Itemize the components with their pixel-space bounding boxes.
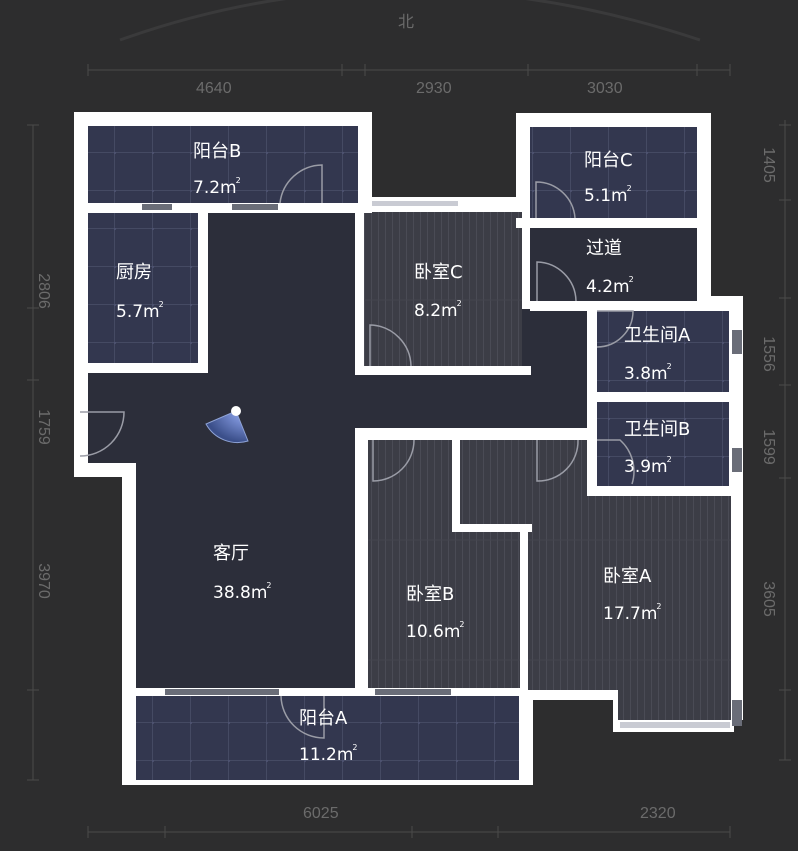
- room-area: 5.7m2: [116, 300, 164, 322]
- room-name: 卧室C: [414, 262, 463, 283]
- dim-right-4: 3605: [759, 581, 777, 617]
- floor-bathroom-a: [597, 311, 729, 392]
- room-area: 10.6m2: [406, 620, 465, 642]
- room-name: 阳台C: [584, 150, 633, 171]
- room-area: 8.2m2: [414, 299, 462, 321]
- door-bedroom-b: [372, 439, 415, 482]
- room-name: 客厅: [213, 543, 249, 564]
- floor-corridor: [530, 228, 697, 301]
- room-area: 17.7m2: [603, 602, 662, 624]
- internal-walls: [74, 203, 743, 785]
- room-name: 厨房: [116, 262, 152, 283]
- door-bedroom-c: [369, 324, 412, 367]
- dim-right-2: 1556: [759, 336, 777, 372]
- door-corridor: [536, 261, 577, 302]
- floor-living-room: [88, 213, 587, 688]
- dim-right-1: 1405: [759, 147, 777, 183]
- dim-bottom-2: 2320: [640, 805, 676, 822]
- room-area: 4.2m2: [586, 275, 634, 297]
- dim-bottom-1: 6025: [303, 805, 339, 822]
- north-label: 北: [398, 12, 415, 31]
- dim-left-3: 3970: [34, 563, 52, 599]
- floor-balcony-a: [136, 696, 519, 780]
- dimension-lines: [27, 64, 791, 838]
- floor-balcony-c: [530, 127, 697, 218]
- floor-kitchen: [88, 213, 198, 363]
- door-bathroom-a: [596, 310, 634, 348]
- room-name: 过道: [586, 238, 622, 259]
- room-name: 卫生间A: [624, 325, 691, 346]
- room-area: 3.8m2: [624, 362, 672, 384]
- door-bathroom-b: [597, 439, 635, 485]
- floors: [88, 126, 731, 780]
- camera-view-cone: [205, 406, 249, 444]
- room-area: 5.1m2: [584, 184, 632, 206]
- floor-bathroom-b: [597, 402, 729, 486]
- room-name: 阳台B: [193, 141, 242, 162]
- floor-bedroom-c: [364, 212, 522, 366]
- dim-right-3: 1599: [759, 429, 777, 465]
- door-balcony-c: [535, 181, 576, 219]
- room-area: 3.9m2: [624, 455, 672, 477]
- dim-top-3: 3030: [587, 80, 623, 97]
- windows: [142, 201, 742, 728]
- door-balcony-b: [279, 164, 323, 204]
- room-area: 11.2m2: [299, 743, 358, 765]
- dim-left-2: 1759: [34, 409, 52, 445]
- room-area: 38.8m2: [213, 581, 272, 603]
- room-name: 卧室B: [406, 584, 455, 605]
- door-entrance: [79, 411, 125, 457]
- dim-left-1: 2806: [34, 273, 52, 309]
- door-balcony-a: [280, 695, 325, 739]
- room-name: 卧室A: [603, 566, 652, 587]
- dim-top-2: 2930: [416, 80, 452, 97]
- room-area: 7.2m2: [193, 176, 241, 198]
- compass-arc: [119, 0, 701, 42]
- room-name: 卫生间B: [624, 419, 691, 440]
- room-name: 阳台A: [299, 708, 348, 729]
- floor-balcony-b: [88, 126, 358, 203]
- doors: [79, 164, 635, 739]
- door-bedroom-a: [536, 439, 579, 482]
- dim-top-1: 4640: [196, 80, 232, 97]
- floor-bedroom-a: [460, 440, 731, 720]
